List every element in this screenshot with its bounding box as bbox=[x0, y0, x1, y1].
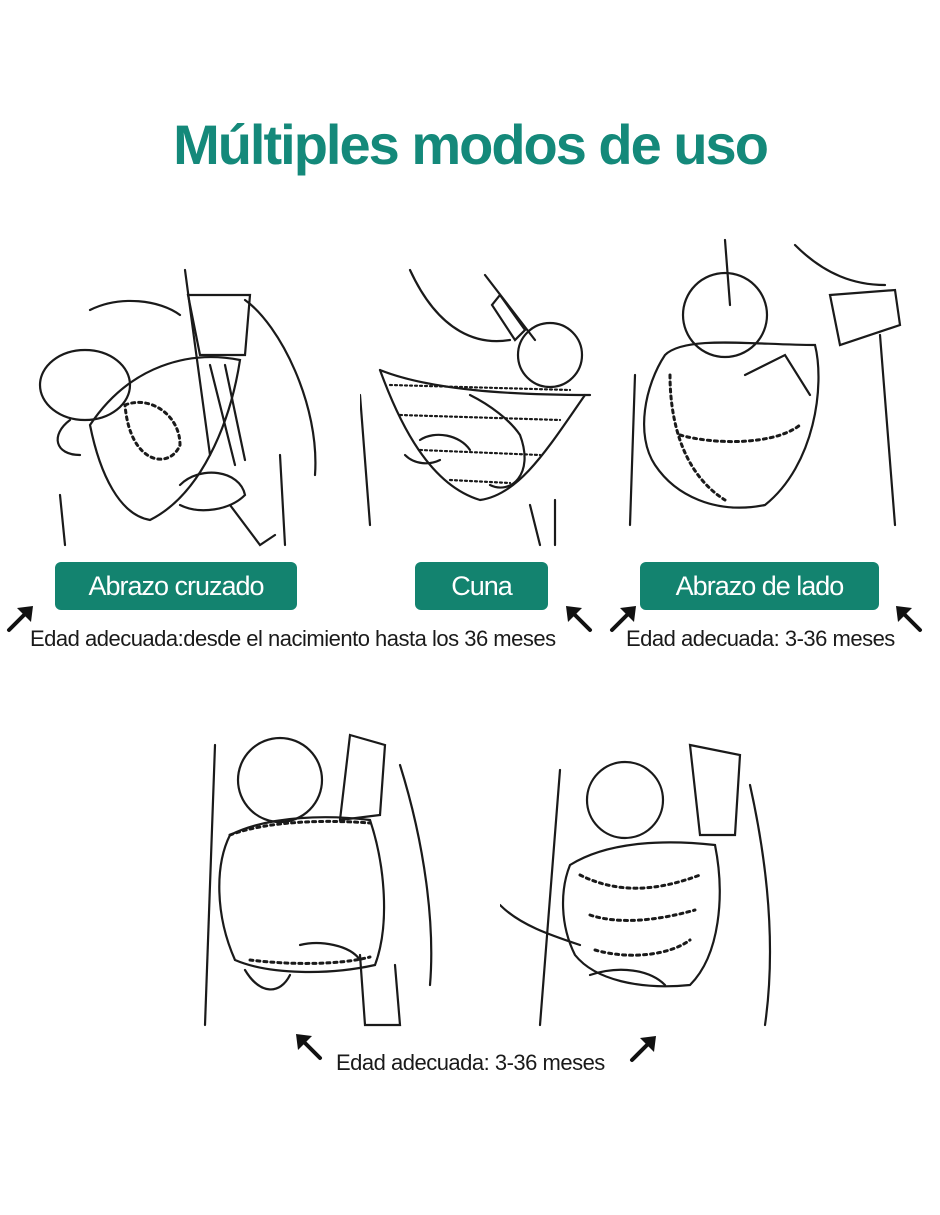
arrow-up-right-icon bbox=[630, 1036, 656, 1062]
arrow-up-left-icon bbox=[296, 1034, 322, 1060]
arrow-up-right-icon bbox=[7, 606, 33, 632]
mode-label-cradle: Cuna bbox=[415, 562, 548, 610]
arrow-up-left-icon bbox=[566, 606, 592, 632]
arrow-up-left-icon bbox=[896, 606, 922, 632]
age-range-text: Edad adecuada:desde el nacimiento hasta … bbox=[30, 626, 556, 651]
mode-label-side-hug: Abrazo de lado bbox=[640, 562, 879, 610]
illustration-side-hug bbox=[625, 235, 915, 535]
age-range-text: Edad adecuada: 3-36 meses bbox=[626, 626, 895, 651]
illustration-cross-hug bbox=[30, 255, 330, 555]
illustration-back-carry bbox=[190, 725, 450, 1035]
age-range-text: Edad adecuada: 3-36 meses bbox=[336, 1050, 605, 1075]
illustration-cradle bbox=[360, 255, 600, 555]
arrow-up-right-icon bbox=[610, 606, 636, 632]
page-title: Múltiples modos de uso bbox=[173, 113, 769, 176]
mode-label-cross-hug: Abrazo cruzado bbox=[55, 562, 297, 610]
illustration-front-carry bbox=[500, 725, 790, 1035]
